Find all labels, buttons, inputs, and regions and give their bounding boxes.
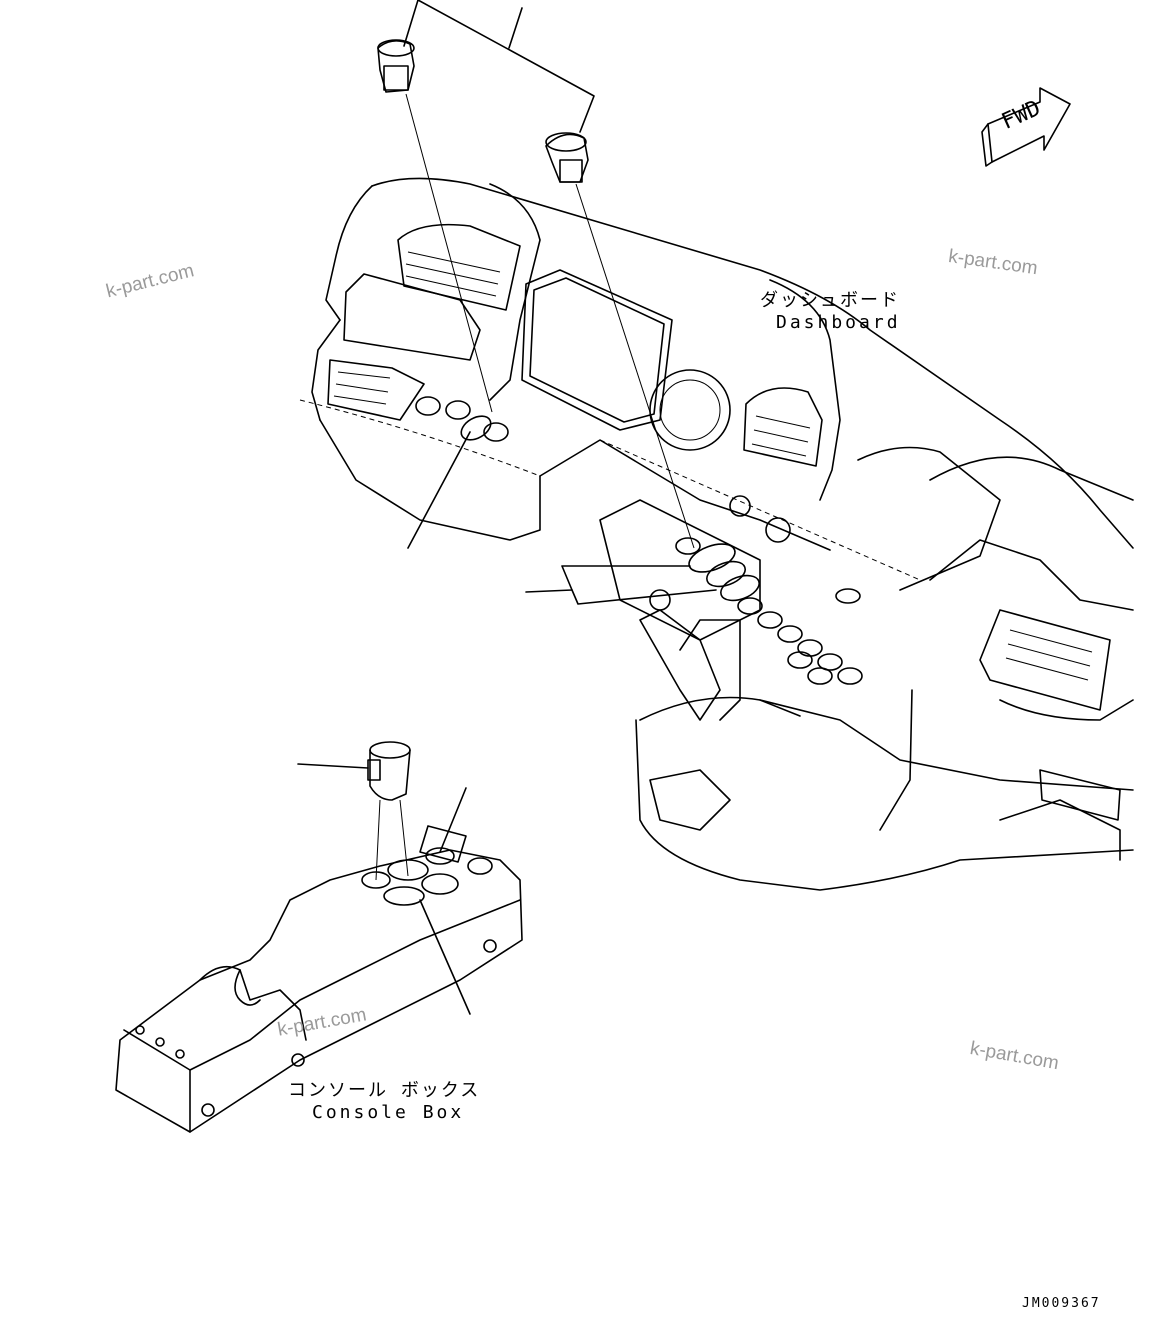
dashboard-label-en: Dashboard — [776, 312, 901, 333]
leader-dashboard-switches — [407, 431, 717, 605]
fwd-arrow-icon — [981, 87, 1071, 167]
switch-cap-console — [297, 741, 411, 881]
drawing-code: JM009367 — [1022, 1296, 1101, 1311]
dashboard-outline — [299, 177, 1134, 891]
console-box — [115, 787, 523, 1133]
dashboard-switch-row — [639, 495, 863, 721]
console-label-jp: コンソール ボックス — [288, 1080, 481, 1101]
console-label-en: Console Box — [312, 1102, 465, 1123]
switch-cap-top-right — [545, 132, 589, 183]
dashboard-label-jp: ダッシュボード — [760, 290, 900, 311]
dashboard-switches-left — [415, 396, 509, 442]
leader-top-bracket — [403, 0, 695, 549]
switch-cap-top-left — [377, 39, 415, 93]
